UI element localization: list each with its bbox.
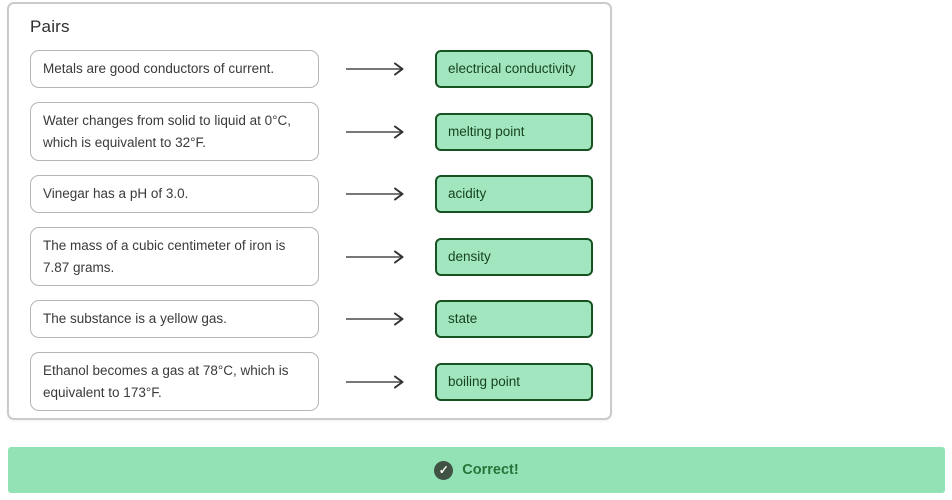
answer-box[interactable]: state — [435, 300, 593, 338]
answer-box[interactable]: density — [435, 237, 593, 276]
match-arrow-icon — [319, 312, 435, 326]
match-arrow-icon — [319, 375, 435, 389]
answer-box[interactable]: melting point — [435, 112, 593, 151]
answer-box[interactable]: acidity — [435, 175, 593, 213]
answer-box[interactable]: electrical conductivity — [435, 50, 593, 88]
match-arrow-icon — [319, 125, 435, 139]
pair-row: Vinegar has a pH of 3.0. acidity — [30, 175, 593, 213]
pair-row: Water changes from solid to liquid at 0°… — [30, 102, 593, 161]
match-arrow-icon — [319, 62, 435, 76]
pair-row: The mass of a cubic centimeter of iron i… — [30, 227, 593, 286]
answer-box[interactable]: boiling point — [435, 362, 593, 401]
statement-box: Ethanol becomes a gas at 78°C, which is … — [30, 352, 319, 411]
match-arrow-icon — [319, 250, 435, 264]
pair-row: Ethanol becomes a gas at 78°C, which is … — [30, 352, 593, 411]
statement-box: The substance is a yellow gas. — [30, 300, 319, 338]
pair-row: Metals are good conductors of current. e… — [30, 50, 593, 88]
feedback-label: Correct! — [462, 462, 519, 478]
panel-title: Pairs — [30, 17, 70, 36]
feedback-banner: ✓ Correct! — [8, 447, 945, 493]
pair-row: The substance is a yellow gas. state — [30, 300, 593, 338]
check-circle-icon: ✓ — [434, 460, 454, 480]
pairs-panel: Pairs Metals are good conductors of curr… — [7, 2, 612, 420]
statement-box: The mass of a cubic centimeter of iron i… — [30, 227, 319, 286]
statement-box: Water changes from solid to liquid at 0°… — [30, 102, 319, 161]
statement-box: Metals are good conductors of current. — [30, 50, 319, 88]
statement-box: Vinegar has a pH of 3.0. — [30, 175, 319, 213]
match-arrow-icon — [319, 187, 435, 201]
